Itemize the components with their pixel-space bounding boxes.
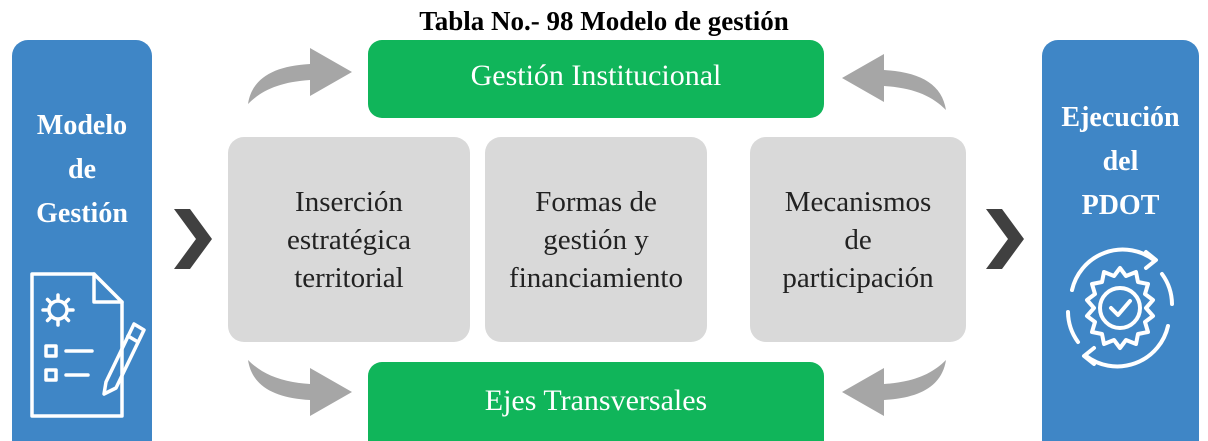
box-line: Mecanismos xyxy=(784,185,932,218)
chevron-right-icon xyxy=(174,209,212,269)
curved-arrow-icon xyxy=(842,360,946,416)
left-panel-line: Modelo xyxy=(36,110,128,141)
mecanismos-participacion-box: Mecanismos de participación xyxy=(750,137,966,342)
box-line: gestión y xyxy=(543,223,649,256)
chevron-right-icon xyxy=(986,209,1024,269)
formas-gestion-box: Formas de gestión y financiamiento xyxy=(485,137,707,342)
left-panel-modelo-gestion: Modelo de Gestión xyxy=(12,40,152,441)
right-panel-title: Ejecución del PDOT xyxy=(1042,96,1199,228)
curved-arrow-icon xyxy=(248,48,352,104)
left-panel-line: de xyxy=(68,154,96,185)
box-line: estratégica xyxy=(287,223,411,256)
left-panel-title: Modelo de Gestión xyxy=(12,104,152,236)
insercion-estrategica-box: Inserción estratégica territorial xyxy=(228,137,470,342)
box-line: de xyxy=(844,223,872,256)
right-panel-ejecucion-pdot: Ejecución del PDOT xyxy=(1042,40,1199,441)
gestion-institucional-bar: Gestión Institucional xyxy=(368,40,824,118)
box-line: participación xyxy=(782,261,934,294)
ejes-transversales-bar: Ejes Transversales xyxy=(368,362,824,441)
box-line: Inserción xyxy=(295,185,403,218)
curved-arrow-icon xyxy=(248,360,352,416)
gear-check-cycle-icon xyxy=(1066,247,1174,369)
curved-arrow-icon xyxy=(842,54,946,110)
diagram-title: Tabla No.- 98 Modelo de gestión xyxy=(419,6,789,36)
left-panel-line: Gestión xyxy=(36,198,128,229)
box-line: financiamiento xyxy=(509,261,683,294)
right-panel-line: PDOT xyxy=(1081,190,1160,221)
right-panel-line: Ejecución xyxy=(1061,102,1180,133)
document-gear-checklist-pencil-icon xyxy=(30,272,146,418)
right-panel-line: del xyxy=(1102,146,1139,177)
box-line: territorial xyxy=(294,261,404,294)
box-line: Formas de xyxy=(535,185,657,218)
